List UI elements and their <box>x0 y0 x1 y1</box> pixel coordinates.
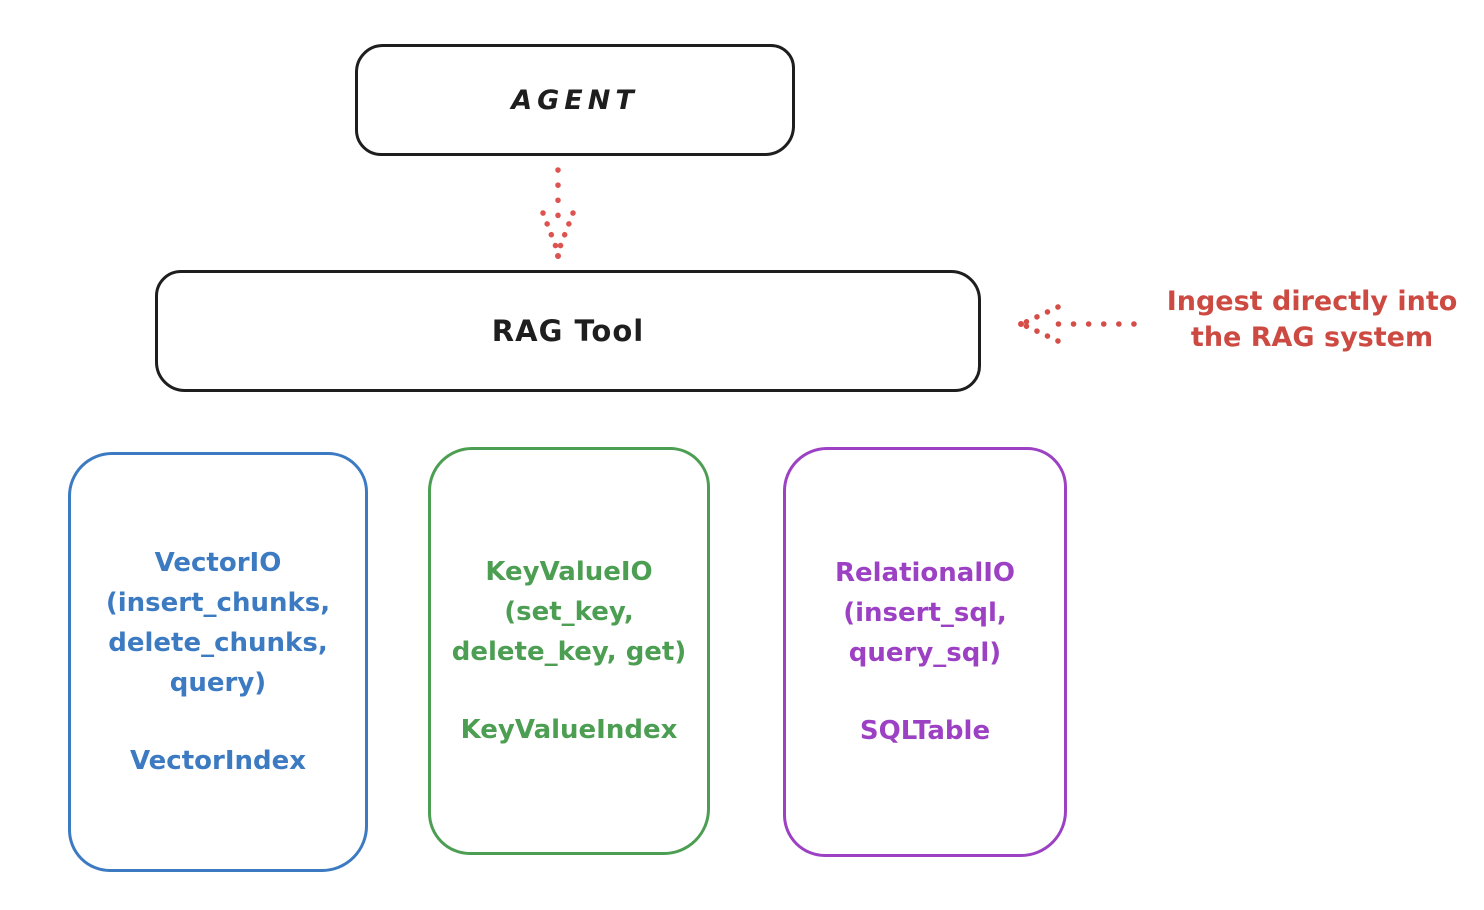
relational-io-methods-line1: (insert_sql, <box>843 598 1007 628</box>
vector-io-index-label: VectorIndex <box>129 746 307 776</box>
keyvalue-io-title: KeyValueIO <box>485 557 653 587</box>
rag-tool-box-label: RAG Tool <box>491 314 645 348</box>
ingest-annotation-line2: the RAG system <box>1190 322 1434 353</box>
keyvalue-io-methods-line1: (set_key, <box>504 597 634 627</box>
annotation-to-rag-arrow-tip <box>1018 321 1024 327</box>
vector-io-title: VectorIO <box>154 548 282 578</box>
keyvalue-io-methods-line2: delete_key, get) <box>451 637 687 667</box>
keyvalue-io-box: KeyValueIO (set_key, delete_key, get) Ke… <box>428 447 710 855</box>
annotation-to-rag-arrowhead-top <box>1023 304 1061 325</box>
agent-to-rag-arrow-tip <box>555 253 561 259</box>
ingest-annotation-line1: Ingest directly into <box>1166 286 1458 317</box>
annotation-to-rag-arrowhead-bottom <box>1023 323 1061 344</box>
relational-io-box: RelationalIO (insert_sql, query_sql) SQL… <box>783 447 1067 857</box>
vector-io-methods-line1: (insert_chunks, <box>105 588 331 618</box>
relational-io-index-label: SQLTable <box>859 716 991 746</box>
agent-to-rag-arrowhead-left <box>540 210 559 250</box>
relational-io-title: RelationalIO <box>834 558 1016 588</box>
agent-to-rag-arrow <box>540 167 576 259</box>
agent-box-label: AGENT <box>511 84 639 116</box>
keyvalue-io-index-label: KeyValueIndex <box>460 715 678 745</box>
ingest-annotation: Ingest directly into the RAG system <box>1138 284 1484 356</box>
vector-io-methods-line2: delete_chunks, <box>108 628 328 658</box>
agent-box: AGENT <box>355 44 795 156</box>
agent-to-rag-arrowhead-right <box>557 210 576 250</box>
relational-io-methods-line2: query_sql) <box>848 638 1002 668</box>
vector-io-box: VectorIO (insert_chunks, delete_chunks, … <box>68 452 368 872</box>
annotation-to-rag-arrow <box>1018 304 1137 344</box>
rag-tool-box: RAG Tool <box>155 270 981 392</box>
vector-io-methods-line3: query) <box>169 668 267 698</box>
